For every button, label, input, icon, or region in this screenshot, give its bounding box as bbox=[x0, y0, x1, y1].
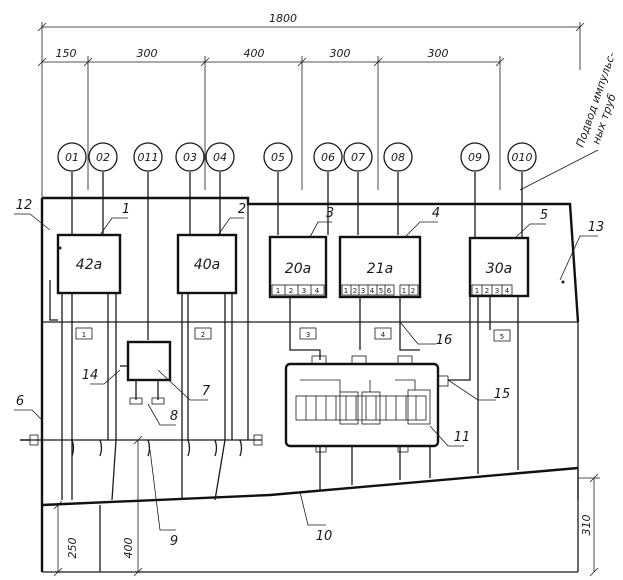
block-label-20a: 20а bbox=[285, 261, 311, 277]
circle-label-01: 01 bbox=[65, 151, 79, 164]
circle-01 bbox=[57, 142, 87, 172]
instrument-blocks bbox=[56, 233, 530, 299]
dim-310: 310 bbox=[580, 515, 593, 536]
term-21a-6: 6 bbox=[387, 287, 392, 295]
term-30a-1: 1 bbox=[475, 287, 479, 295]
term-21a-5: 5 bbox=[379, 287, 383, 295]
block-label-21a: 21а bbox=[367, 261, 393, 277]
circle-label-05: 05 bbox=[271, 151, 285, 164]
callout-4: 4 bbox=[432, 206, 440, 221]
header-pipe bbox=[20, 434, 263, 446]
term-21a-b1: 1 bbox=[402, 287, 406, 295]
terminal-strips bbox=[271, 284, 513, 296]
callout-11: 11 bbox=[454, 430, 471, 445]
circle-05 bbox=[263, 142, 293, 172]
panel-outline bbox=[40, 196, 580, 573]
term-20a-1: 1 bbox=[276, 287, 280, 295]
circle-08 bbox=[383, 142, 413, 172]
dim-250: 250 bbox=[66, 538, 79, 559]
instrument-circles bbox=[57, 142, 537, 172]
circle-label-09: 09 bbox=[468, 151, 482, 164]
dim-total: 1800 bbox=[269, 12, 297, 25]
callout-9: 9 bbox=[170, 534, 178, 549]
circle-label-02: 02 bbox=[96, 151, 110, 164]
block-20a bbox=[268, 235, 328, 299]
device-7 bbox=[126, 340, 172, 382]
callout-5: 5 bbox=[540, 208, 548, 223]
circle-07 bbox=[343, 142, 373, 172]
circle-03 bbox=[175, 142, 205, 172]
block-label-40a: 40а bbox=[194, 257, 220, 273]
small-box-2: 2 bbox=[201, 331, 205, 339]
callout-leaders bbox=[14, 213, 598, 531]
callout-8: 8 bbox=[170, 409, 178, 424]
bottom-dimensions bbox=[53, 435, 600, 577]
block-label-30a: 30а bbox=[486, 261, 512, 277]
callout-15: 15 bbox=[494, 387, 511, 402]
small-number-boxes bbox=[75, 327, 511, 342]
term-30a-4: 4 bbox=[505, 287, 510, 295]
block-30a bbox=[468, 236, 530, 298]
circle-label-010: 010 bbox=[512, 151, 533, 164]
dim-seg-1: 150 bbox=[56, 47, 77, 60]
valve-8 bbox=[129, 397, 165, 405]
circle-02 bbox=[88, 142, 118, 172]
cabinet-11 bbox=[284, 355, 449, 453]
block-40a bbox=[176, 233, 238, 295]
callout-2: 2 bbox=[238, 202, 246, 217]
circle-04 bbox=[205, 142, 235, 172]
callout-10: 10 bbox=[316, 529, 333, 544]
block-42a bbox=[56, 233, 122, 295]
callout-13: 13 bbox=[588, 220, 605, 235]
small-box-5: 5 bbox=[500, 333, 504, 341]
small-box-1: 1 bbox=[82, 331, 86, 339]
side-label-leader bbox=[519, 149, 599, 191]
dim-400: 400 bbox=[122, 538, 135, 559]
circle-label-04: 04 bbox=[213, 151, 227, 164]
term-21a-3: 3 bbox=[361, 287, 365, 295]
dim-seg-2: 300 bbox=[137, 47, 158, 60]
circle-09 bbox=[460, 142, 490, 172]
callout-7: 7 bbox=[202, 384, 211, 399]
dim-seg-4: 300 bbox=[330, 47, 351, 60]
header-drops bbox=[71, 439, 243, 457]
term-21a-4: 4 bbox=[370, 287, 375, 295]
circle-010 bbox=[507, 142, 537, 172]
lower-pipes bbox=[49, 280, 519, 501]
circle-06 bbox=[313, 142, 343, 172]
callout-16: 16 bbox=[436, 333, 453, 348]
term-20a-4: 4 bbox=[315, 287, 320, 295]
small-box-4: 4 bbox=[381, 331, 386, 339]
term-20a-3: 3 bbox=[302, 287, 306, 295]
circle-label-06: 06 bbox=[321, 151, 335, 164]
term-30a-3: 3 bbox=[495, 287, 499, 295]
dim-seg-5: 300 bbox=[428, 47, 449, 60]
callout-3: 3 bbox=[326, 206, 334, 221]
circle-011 bbox=[133, 142, 163, 172]
circle-label-011: 011 bbox=[138, 151, 159, 164]
dim-seg-3: 400 bbox=[244, 47, 265, 60]
term-21a-2: 2 bbox=[353, 287, 357, 295]
small-box-3: 3 bbox=[306, 331, 310, 339]
side-label: Подвод импульс- ных труб bbox=[574, 51, 619, 149]
circle-label-08: 08 bbox=[391, 151, 405, 164]
term-21a-b2: 2 bbox=[411, 287, 415, 295]
term-20a-2: 2 bbox=[289, 287, 293, 295]
callout-12: 12 bbox=[16, 198, 33, 213]
callout-14: 14 bbox=[82, 368, 99, 383]
zone-mark-13 bbox=[561, 280, 565, 284]
block-label-42a: 42а bbox=[76, 257, 102, 273]
callout-1: 1 bbox=[122, 202, 130, 217]
callout-6: 6 bbox=[16, 394, 24, 409]
circle-label-03: 03 bbox=[183, 151, 197, 164]
zone-mark-12 bbox=[58, 246, 62, 250]
term-21a-1: 1 bbox=[344, 287, 348, 295]
block-21a bbox=[338, 235, 422, 299]
circle-label-07: 07 bbox=[351, 151, 365, 164]
term-30a-2: 2 bbox=[485, 287, 489, 295]
